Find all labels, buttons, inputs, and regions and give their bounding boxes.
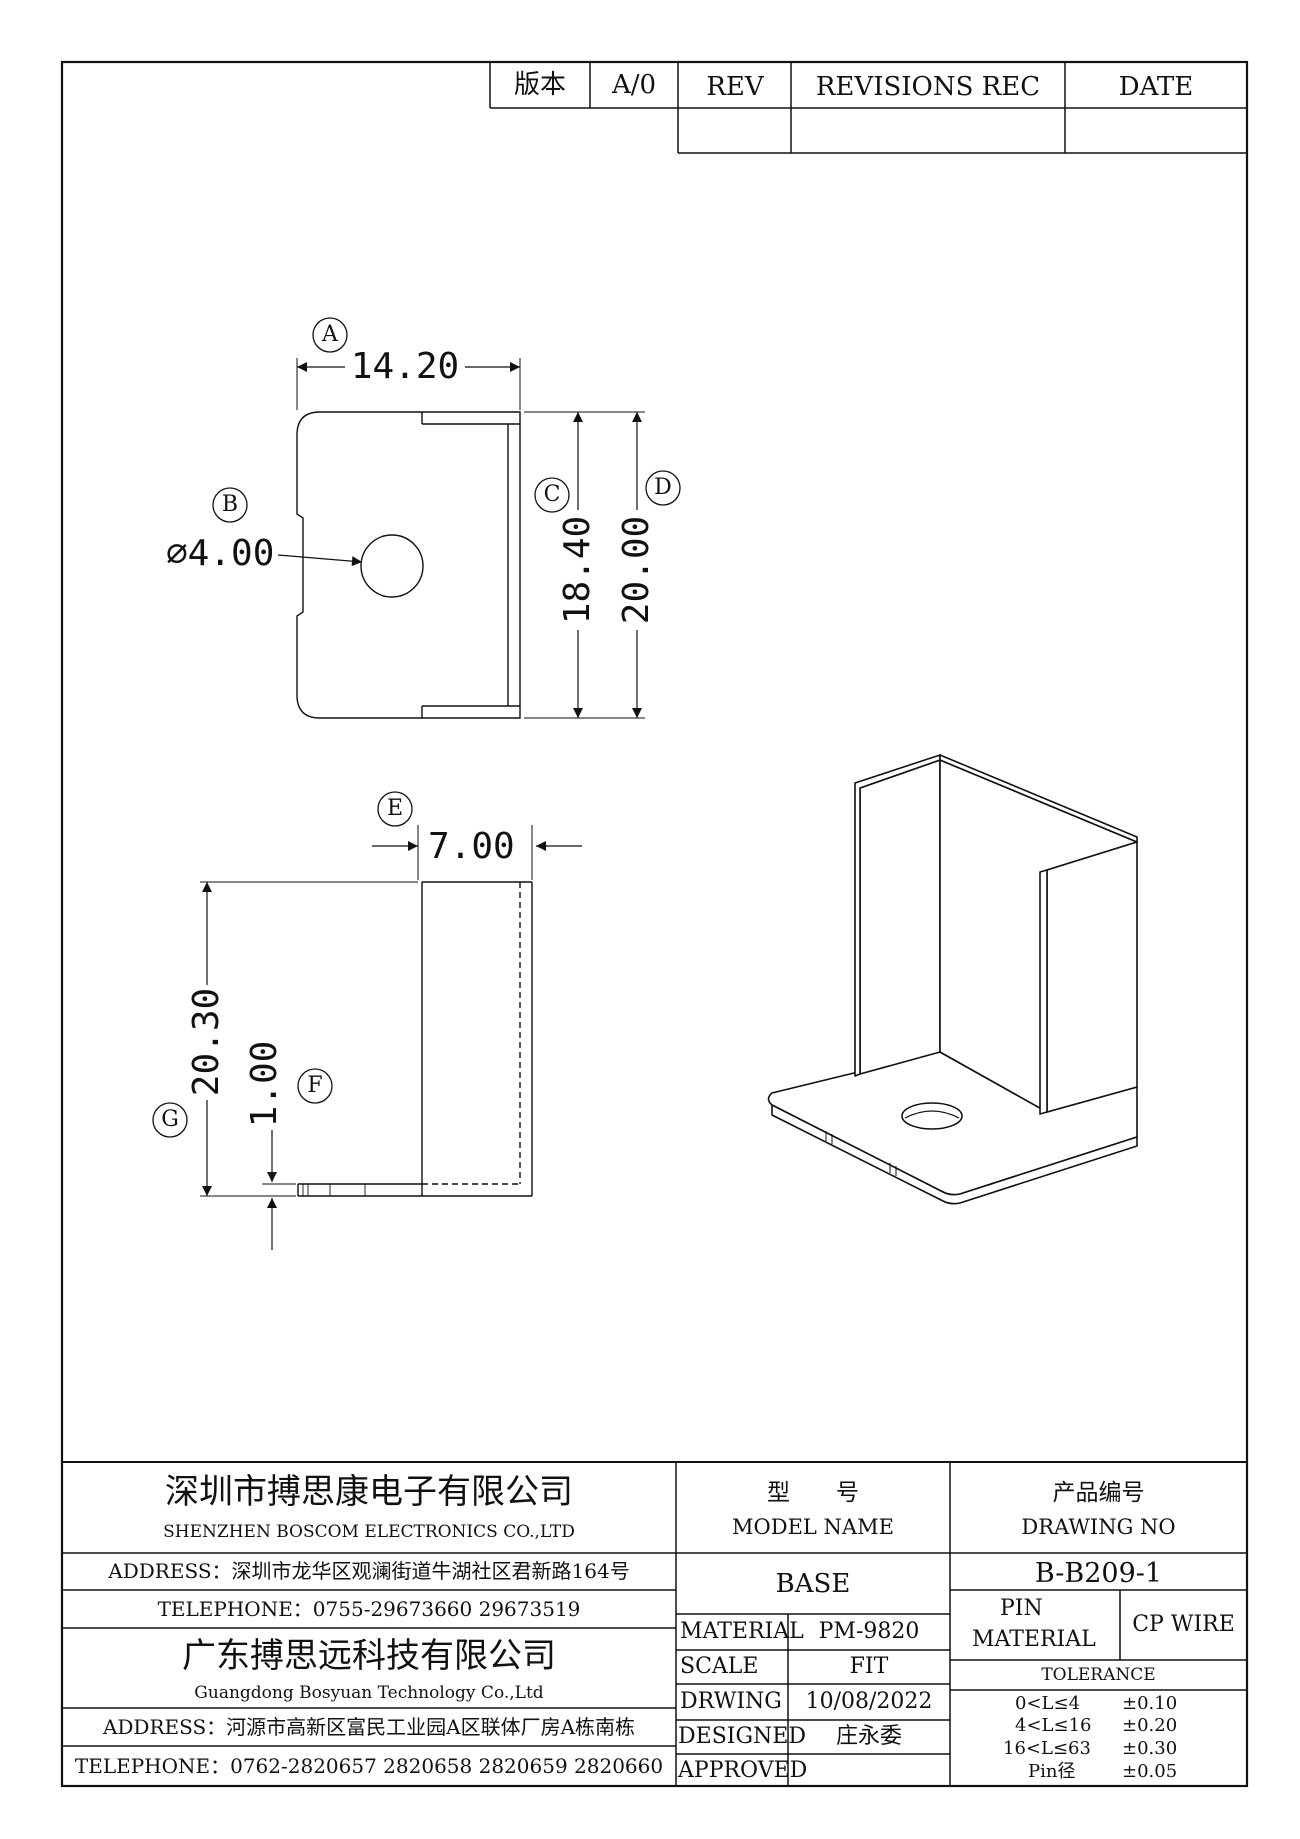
material-value: PM-9820: [818, 1619, 920, 1644]
pin-material-label-2: MATERIAL: [972, 1627, 1096, 1652]
company2-name-en: Guangdong Bosyuan Technology Co.,Ltd: [194, 1683, 544, 1703]
tolerance-range-2: 4<L≤16: [1015, 1715, 1092, 1736]
drwing-label: DRWING: [680, 1689, 782, 1714]
pin-material-label-1: PIN: [1000, 1596, 1043, 1621]
company1-name-en: SHENZHEN BOSCOM ELECTRONICS CO.,LTD: [163, 1522, 575, 1542]
pin-material-value: CP WIRE: [1132, 1612, 1235, 1637]
version-label: 版本: [513, 70, 566, 100]
drawing-no-label-cn: 产品编号: [1052, 1480, 1145, 1506]
model-name-value: BASE: [775, 1569, 851, 1599]
tolerance-value-2: ±0.20: [1122, 1715, 1178, 1736]
designed-value: 庄永委: [835, 1724, 902, 1749]
dim-a-value: 14.20: [350, 346, 460, 387]
approved-label: APPROVED: [678, 1758, 808, 1783]
callout-e: E: [386, 796, 404, 821]
company1-telephone: TELEPHONE：0755-29673660 29673519: [157, 1597, 581, 1621]
drwing-value: 10/08/2022: [805, 1689, 933, 1714]
scale-value: FIT: [849, 1654, 889, 1679]
side-view: [200, 825, 582, 1250]
callout-g: G: [161, 1107, 179, 1132]
model-name-label-en: MODEL NAME: [732, 1515, 894, 1539]
dim-d-value: 20.00: [616, 515, 657, 625]
callout-d: D: [654, 475, 672, 500]
tolerance-range-4: Pin径: [1028, 1761, 1076, 1782]
callout-b: B: [221, 492, 239, 517]
mounting-hole: [360, 534, 424, 598]
top-view: [277, 358, 645, 719]
company2-telephone: TELEPHONE：0762-2820657 2820658 2820659 2…: [74, 1754, 664, 1778]
tolerance-range-3: 16<L≤63: [1003, 1738, 1091, 1759]
title-block-grid: [62, 1461, 1247, 1786]
tolerance-value-4: ±0.05: [1122, 1761, 1178, 1782]
callout-a: A: [322, 322, 338, 347]
callout-c: C: [543, 482, 561, 507]
tolerance-value-3: ±0.30: [1122, 1738, 1178, 1759]
back-wall: [859, 759, 941, 1075]
company2-address: ADDRESS：河源市高新区富民工业园A区联体厂房A栋南栋: [102, 1715, 636, 1739]
date-label: DATE: [1118, 72, 1194, 102]
company2-name-cn: 广东搏思远科技有限公司: [182, 1636, 556, 1676]
dim-g-value: 20.30: [186, 987, 227, 1097]
dim-c-value: 18.40: [557, 515, 598, 625]
dim-b-value: ⌀4.00: [166, 533, 275, 574]
dim-b-leader: [277, 554, 363, 567]
revision-block: [489, 62, 1247, 154]
model-name-label-cn: 型 号: [767, 1480, 859, 1506]
material-label: MATERIAL: [680, 1619, 804, 1644]
revisions-rec-label: REVISIONS REC: [815, 72, 1041, 102]
sheet-border: [60, 60, 1249, 1788]
tolerance-value-1: ±0.10: [1122, 1693, 1178, 1714]
tolerance-range-1: 0<L≤4: [1015, 1693, 1081, 1714]
callout-circles: [152, 317, 681, 1138]
company1-address: ADDRESS：深圳市龙华区观澜街道牛湖社区君新路164号: [108, 1559, 630, 1583]
scale-label: SCALE: [680, 1654, 759, 1679]
iso-mounting-hole: [901, 1102, 963, 1130]
version-value: A/0: [611, 70, 657, 100]
dim-e-value: 7.00: [428, 826, 515, 867]
isometric-view: [767, 754, 1138, 1205]
tolerance-label: TOLERANCE: [1041, 1665, 1156, 1685]
rev-label: REV: [706, 72, 764, 102]
company1-name-cn: 深圳市搏思康电子有限公司: [165, 1472, 573, 1512]
top-view-outline: [296, 411, 521, 719]
designed-label: DESIGNED: [678, 1724, 806, 1749]
drawing-no-value: B-B209-1: [1034, 1558, 1163, 1589]
drawing-no-label-en: DRAWING NO: [1021, 1515, 1176, 1539]
callout-f: F: [307, 1073, 323, 1098]
dim-f-value: 1.00: [244, 1040, 285, 1128]
